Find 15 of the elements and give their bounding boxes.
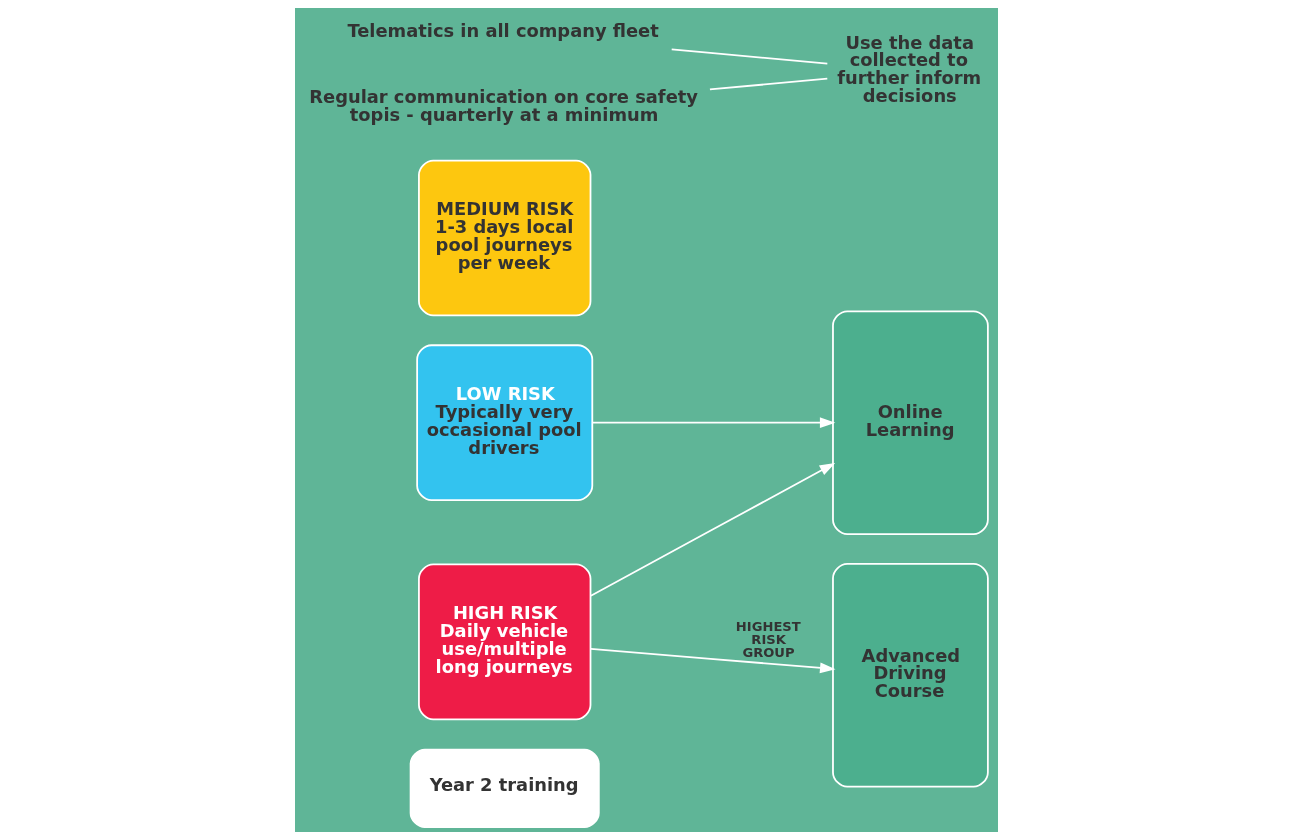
node-box: Year 2 training bbox=[409, 748, 600, 829]
node-box: Online Learning bbox=[832, 310, 989, 535]
arrow bbox=[590, 462, 836, 597]
connector bbox=[709, 77, 829, 91]
node-text: Use the data collected to further inform decisions bbox=[837, 31, 982, 107]
node-box: MEDIUM RISK 1-3 days local pool journeys per week bbox=[418, 159, 592, 317]
arrow bbox=[590, 648, 836, 674]
node-box: LOW RISK Typically very occasional pool drivers bbox=[416, 344, 594, 502]
edge-label: HIGHEST RISK GROUP bbox=[735, 618, 801, 661]
node-text: Telematics in all company fleet bbox=[347, 20, 659, 42]
node-box: HIGH RISK Daily vehicle use/multiple long journeys bbox=[418, 563, 592, 721]
arrow bbox=[591, 417, 836, 429]
node-text: Regular communication on core safety topis - quarterly at a minimum bbox=[309, 86, 698, 126]
connector bbox=[670, 48, 829, 65]
node-box: Advanced Driving Course bbox=[832, 563, 989, 788]
